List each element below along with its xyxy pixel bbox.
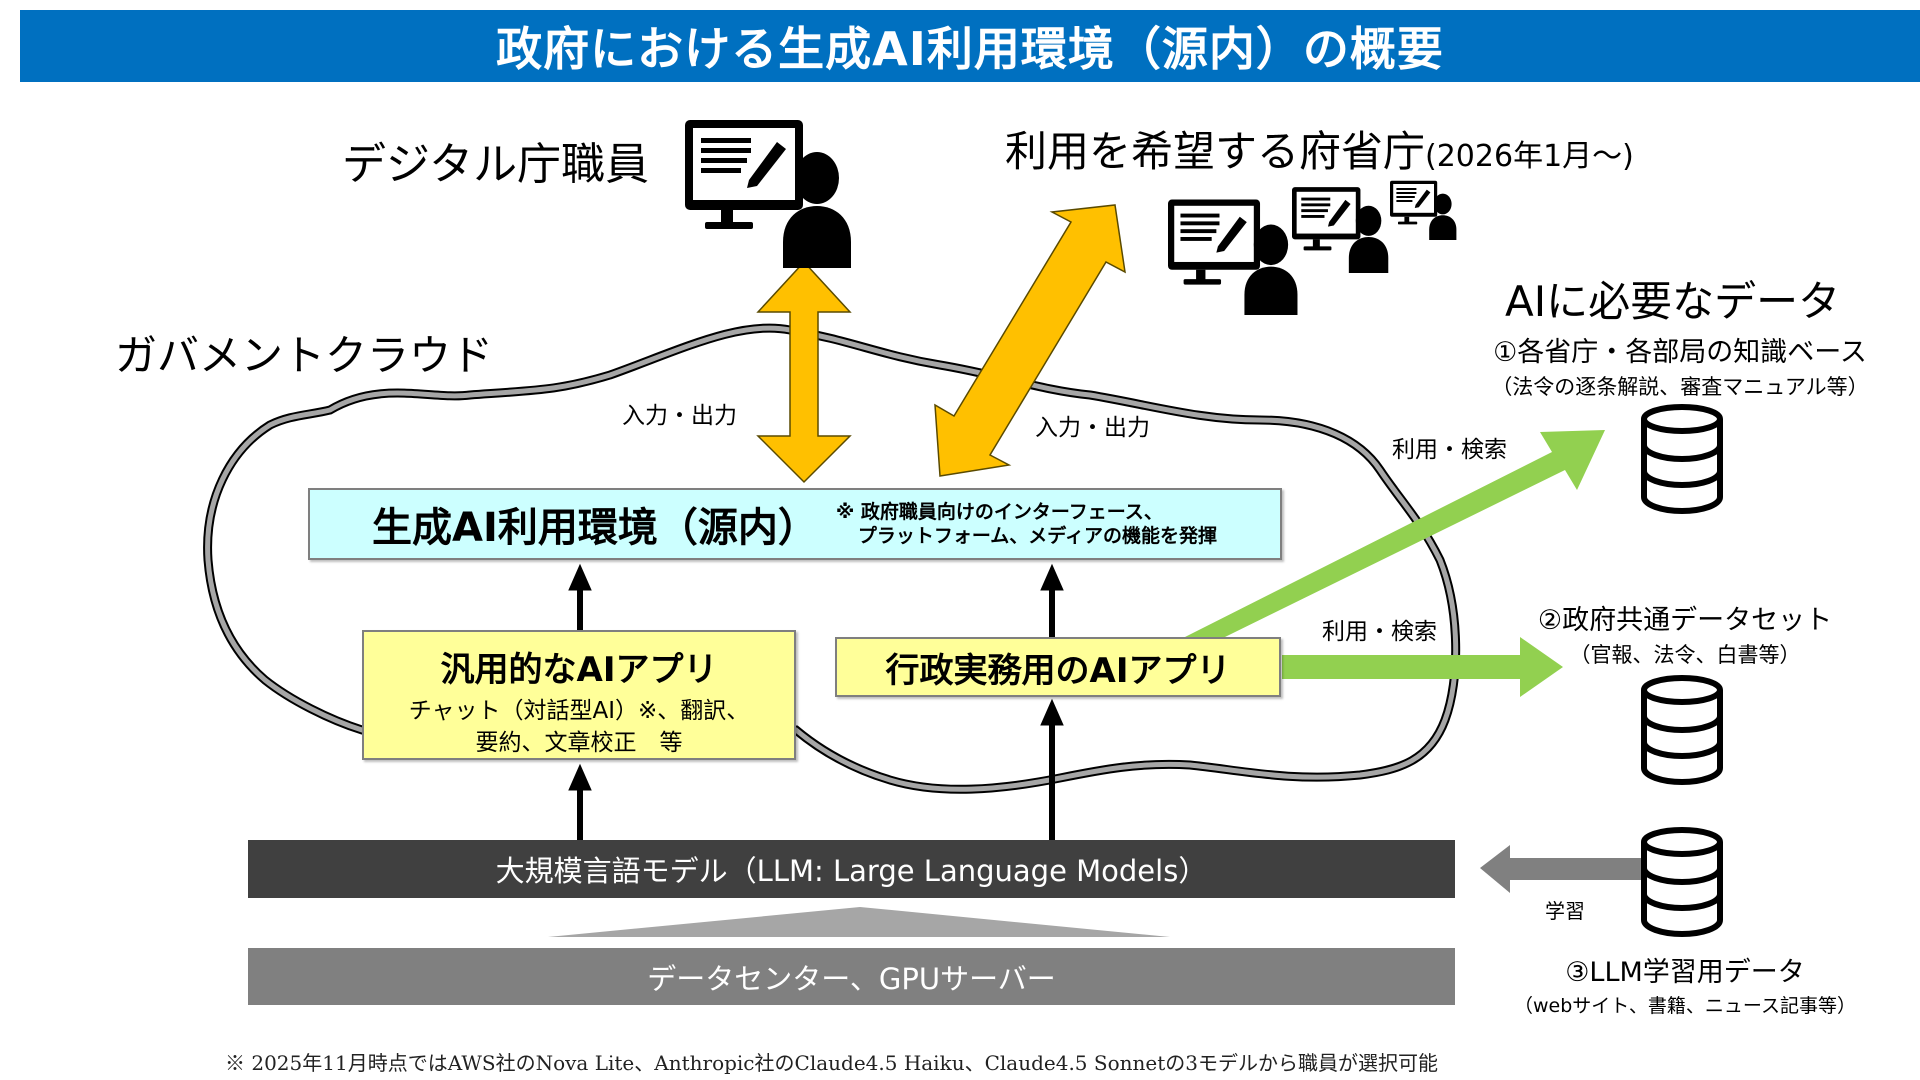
pc-user-icon-digital-agency <box>685 120 851 268</box>
ai-data-title: AIに必要なデータ <box>1505 277 1841 326</box>
data-item-1-sub: （法令の逐条解説、審査マニュアル等） <box>1491 375 1869 399</box>
io-label-right: 入力・出力 <box>1035 415 1150 441</box>
genai-environment-title: 生成AI利用環境（源内） <box>372 505 818 551</box>
general-ai-apps-desc-1: チャット（対話型AI）※、翻訳、 <box>408 698 750 724</box>
government-cloud-label: ガバメントクラウド <box>115 331 494 380</box>
genai-note-line-1: ※ 政府職員向けのインターフェース、 <box>835 501 1163 523</box>
support-triangle <box>548 907 1170 937</box>
train-arrow <box>1480 845 1645 893</box>
ministries-date-note: (2026年1月～) <box>1425 139 1634 174</box>
ministries-label-group: 利用を希望する府省庁(2026年1月～) <box>1005 118 1634 179</box>
data-item-2-title: ②政府共通データセット <box>1537 605 1833 636</box>
search-arrow-gov-dataset <box>1282 637 1563 697</box>
data-item-3-title: ③LLM学習用データ <box>1565 957 1805 988</box>
digital-agency-staff-label: デジタル庁職員 <box>342 139 650 190</box>
government-cloud-shape <box>203 323 1461 794</box>
pc-user-icon-ministry-3 <box>1390 180 1457 240</box>
train-label: 学習 <box>1545 899 1585 923</box>
admin-ai-apps-title: 行政実務用のAIアプリ <box>885 650 1231 691</box>
data-item-knowledge-base: ①各省庁・各部局の知識ベース （法令の逐条解説、審査マニュアル等） <box>1480 330 1880 401</box>
data-item-1-title: ①各省庁・各部局の知識ベース <box>1493 337 1867 368</box>
llm-bar: 大規模言語モデル（LLM: Large Language Models） <box>248 840 1455 898</box>
data-item-gov-dataset: ②政府共通データセット （官報、法令、白書等） <box>1500 598 1870 669</box>
ministries-label: 利用を希望する府省庁 <box>1005 127 1426 176</box>
io-label-left: 入力・出力 <box>622 403 737 429</box>
admin-ai-apps-box: 行政実務用のAIアプリ <box>835 637 1281 697</box>
genai-note-line-2: プラットフォーム、メディアの機能を発揮 <box>857 525 1217 547</box>
search-label-1: 利用・検索 <box>1392 437 1507 463</box>
database-icon-llm-training <box>1641 827 1723 938</box>
database-icon-knowledge-base <box>1641 404 1723 515</box>
general-ai-apps-desc-2: 要約、文章校正 等 <box>475 730 683 756</box>
title-bar: 政府における生成AI利用環境（源内）の概要 <box>20 10 1920 82</box>
io-arrow-ministries <box>934 204 1126 477</box>
database-icon-gov-dataset <box>1641 675 1723 786</box>
genai-environment-note: ※ 政府職員向けのインターフェース、 プラットフォーム、メディアの機能を発揮 <box>836 500 1217 548</box>
flow-arrows-black <box>568 563 1064 840</box>
general-ai-apps-box: 汎用的なAIアプリ チャット（対話型AI）※、翻訳、 要約、文章校正 等 <box>362 630 796 760</box>
search-label-2: 利用・検索 <box>1322 619 1437 645</box>
datacenter-bar: データセンター、GPUサーバー <box>248 948 1455 1005</box>
io-arrow-digital-agency <box>756 260 852 484</box>
data-item-3-sub: （webサイト、書籍、ニュース記事等） <box>1514 995 1856 1017</box>
data-item-2-sub: （官報、法令、白書等） <box>1569 643 1801 667</box>
llm-label: 大規模言語モデル（LLM: Large Language Models） <box>495 854 1208 888</box>
pc-user-icon-ministry-2 <box>1292 187 1389 273</box>
data-item-llm-training: ③LLM学習用データ （webサイト、書籍、ニュース記事等） <box>1500 950 1870 1018</box>
search-arrow-knowledge-base <box>1185 430 1605 637</box>
footnote: ※ 2025年11月時点ではAWS社のNova Lite、Anthropic社の… <box>225 1051 1438 1075</box>
page-title: 政府における生成AI利用環境（源内）の概要 <box>496 22 1444 76</box>
general-ai-apps-title: 汎用的なAIアプリ <box>440 650 718 690</box>
pc-user-icon-ministry-1 <box>1168 199 1298 315</box>
datacenter-label: データセンター、GPUサーバー <box>647 961 1056 996</box>
genai-environment-box: 生成AI利用環境（源内） ※ 政府職員向けのインターフェース、 プラットフォーム… <box>308 488 1282 560</box>
